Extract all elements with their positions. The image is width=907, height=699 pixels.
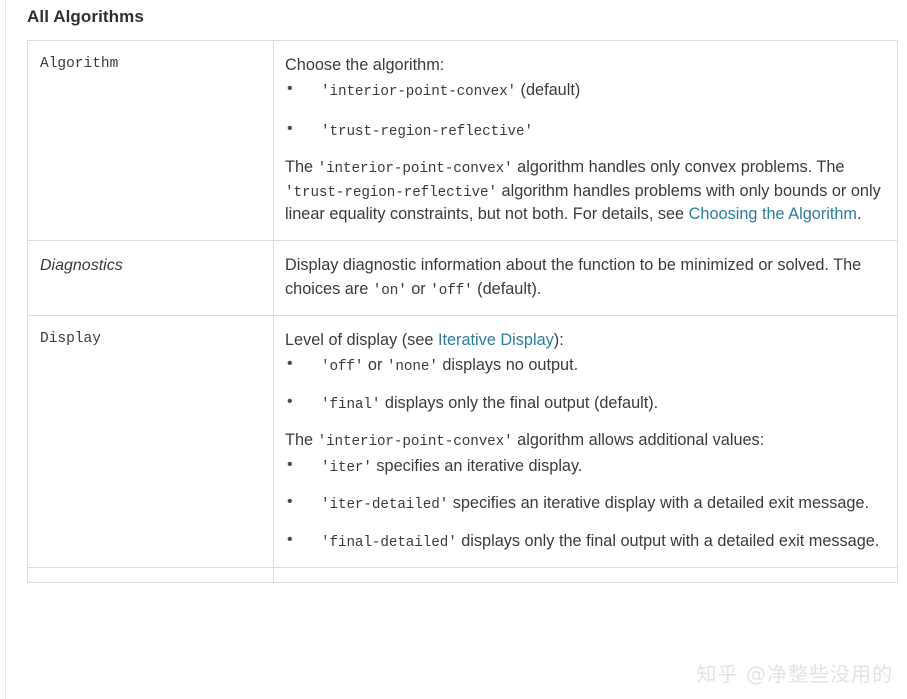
- option-name-diagnostics: Diagnostics: [40, 257, 123, 275]
- display-additional-values-list: 'iter' specifies an iterative display. '…: [285, 454, 883, 553]
- diagnostics-part2: or: [406, 279, 431, 298]
- table-row: Display Level of display (see Iterative …: [27, 315, 898, 568]
- list-item: 'interior-point-convex' (default): [285, 78, 883, 102]
- display-intro-pre: Level of display (see: [285, 331, 438, 350]
- algorithm-option-code-0: 'interior-point-convex': [321, 84, 517, 101]
- table-row: Diagnostics Display diagnostic informati…: [27, 240, 898, 317]
- display-value-off: 'off': [321, 359, 364, 376]
- list-item: 'off' or 'none' displays no output.: [285, 353, 883, 377]
- display-value-none: 'none': [386, 359, 438, 376]
- next-option-desc-cell: [273, 567, 898, 583]
- option-name-cell-display: Display: [27, 315, 274, 568]
- list-item: 'iter' specifies an iterative display.: [285, 454, 883, 478]
- algorithm-expl-part3: algorithm handles problems with only bou…: [285, 181, 881, 224]
- display-value-iter-detailed-rest: specifies an iterative display with a de…: [448, 494, 870, 513]
- diagnostics-description: Display diagnostic information about the…: [285, 254, 883, 301]
- display-value-final-detailed: 'final-detailed': [321, 534, 457, 551]
- display-additional-intro: The 'interior-point-convex' algorithm al…: [285, 429, 883, 452]
- algorithm-expl-code2: 'trust-region-reflective': [285, 184, 497, 201]
- diagnostics-code-on: 'on': [372, 282, 407, 299]
- display-value-iter-detailed: 'iter-detailed': [321, 497, 449, 514]
- display-intro: Level of display (see Iterative Display)…: [285, 329, 883, 352]
- display-value-iter-rest: specifies an iterative display.: [371, 456, 583, 475]
- algorithm-option-code-1: 'trust-region-reflective': [321, 123, 533, 140]
- list-item: 'iter-detailed' specifies an iterative d…: [285, 491, 883, 515]
- display-add-code1: 'interior-point-convex': [317, 434, 513, 451]
- option-name-cell-diagnostics: Diagnostics: [27, 240, 274, 317]
- display-value-off-rest: displays no output.: [437, 356, 579, 375]
- algorithm-expl-part4: .: [856, 205, 862, 224]
- option-desc-cell-algorithm: Choose the algorithm: 'interior-point-co…: [273, 39, 898, 242]
- algorithm-expl-part2: algorithm handles only convex problems. …: [512, 158, 845, 177]
- option-desc-cell-diagnostics: Display diagnostic information about the…: [273, 240, 898, 317]
- link-iterative-display[interactable]: Iterative Display: [437, 331, 554, 350]
- option-name-display: Display: [40, 331, 101, 348]
- display-value-off-mid: or: [363, 356, 387, 375]
- algorithm-expl-code1: 'interior-point-convex': [317, 161, 513, 178]
- algorithm-explanation: The 'interior-point-convex' algorithm ha…: [285, 156, 883, 226]
- table-row: Algorithm Choose the algorithm: 'interio…: [27, 39, 898, 242]
- page-title: All Algorithms: [27, 7, 144, 26]
- list-item: 'trust-region-reflective': [285, 118, 883, 142]
- display-add-part1: The: [285, 431, 318, 450]
- diagnostics-part3: (default).: [472, 279, 542, 298]
- next-option-name-cell: [27, 567, 274, 583]
- display-value-final-detailed-rest: displays only the final output with a de…: [456, 531, 880, 550]
- algorithm-choice-list: 'interior-point-convex' (default) 'trust…: [285, 78, 883, 142]
- diagnostics-part1: Display diagnostic information about the…: [285, 256, 862, 298]
- diagnostics-code-off: 'off': [430, 282, 473, 299]
- option-name-cell-algorithm: Algorithm: [27, 39, 274, 242]
- algorithm-intro: Choose the algorithm:: [285, 56, 445, 74]
- algorithm-option-rest-0: (default): [516, 81, 581, 100]
- display-value-iter: 'iter': [321, 459, 372, 476]
- list-item: 'final' displays only the final output (…: [285, 391, 883, 415]
- link-choosing-the-algorithm[interactable]: Choosing the Algorithm: [688, 205, 857, 224]
- display-intro-post: ):: [553, 331, 564, 350]
- option-name-algorithm: Algorithm: [40, 56, 119, 72]
- algorithm-expl-part1: The: [285, 158, 318, 177]
- page-gutter-rule: [5, 0, 6, 699]
- display-value-final-rest: displays only the final output (default)…: [380, 393, 659, 412]
- display-value-final: 'final': [321, 396, 381, 413]
- options-table: Algorithm Choose the algorithm: 'interio…: [27, 39, 898, 583]
- table-row: [27, 567, 898, 583]
- list-item: 'final-detailed' displays only the final…: [285, 529, 883, 553]
- option-desc-cell-display: Level of display (see Iterative Display)…: [273, 315, 898, 568]
- display-add-part2: algorithm allows additional values:: [512, 431, 765, 450]
- display-basic-values-list: 'off' or 'none' displays no output. 'fin…: [285, 353, 883, 415]
- watermark: 知乎 @净整些没用的: [696, 662, 893, 686]
